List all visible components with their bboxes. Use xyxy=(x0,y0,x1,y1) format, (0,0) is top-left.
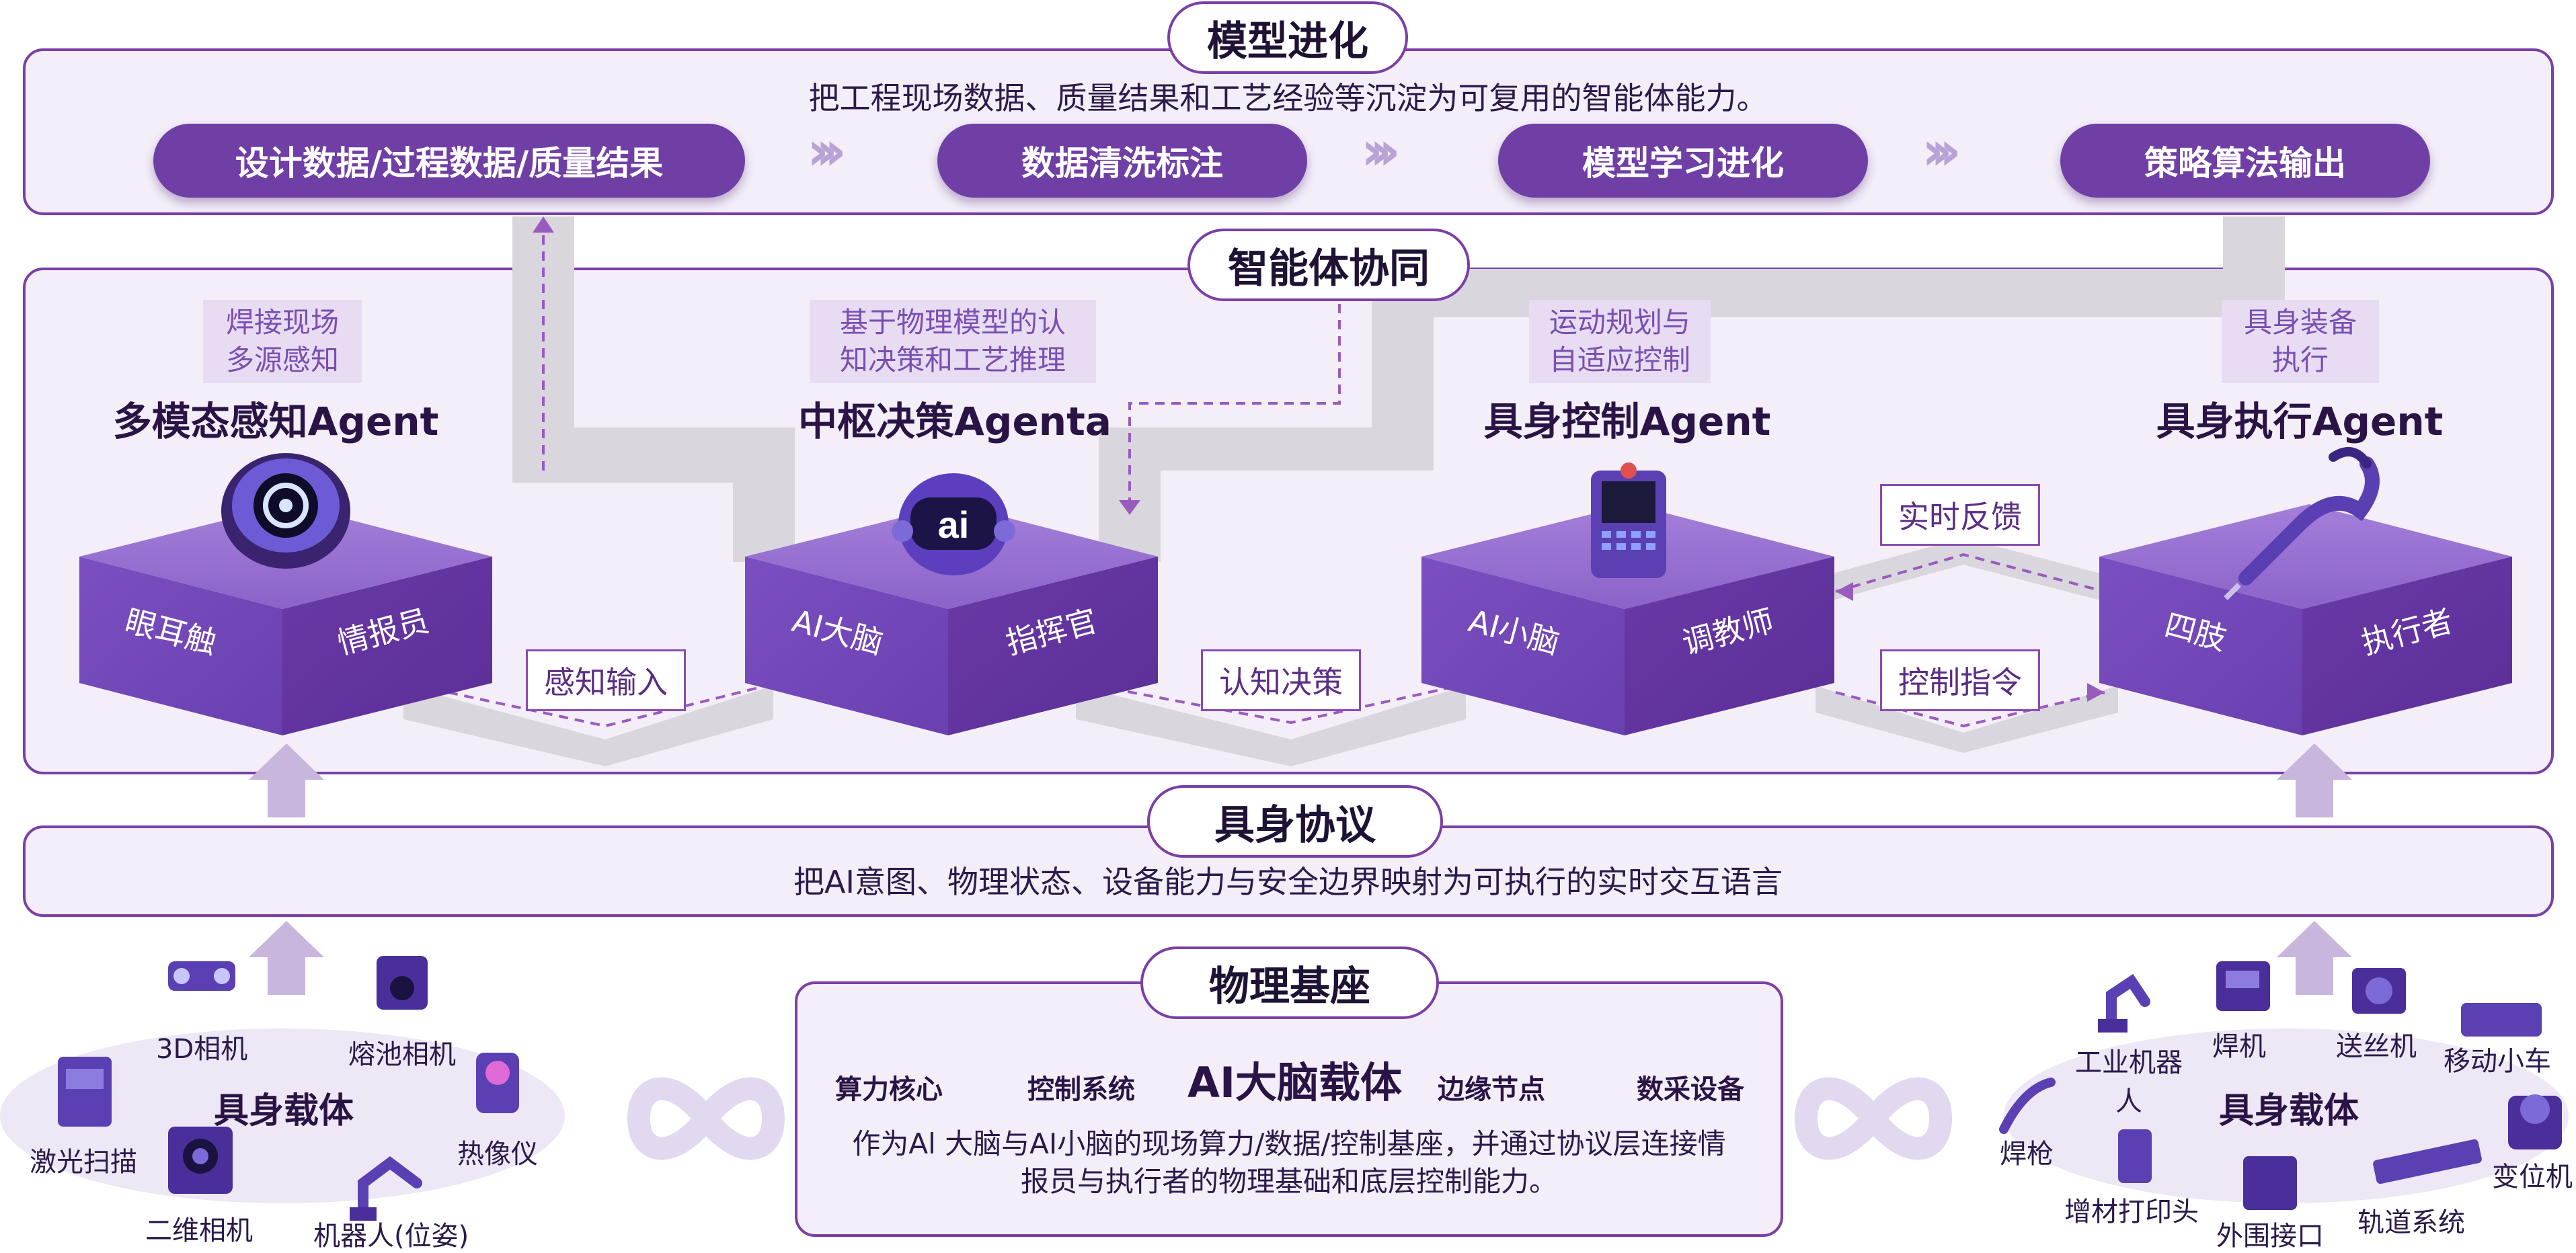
device-3d-camera: 3D相机 xyxy=(156,1034,248,1065)
welding-gun-icon xyxy=(1999,1078,2056,1134)
wire-feeder-icon xyxy=(2352,968,2406,1014)
device-weld-pool-camera: 熔池相机 xyxy=(348,1039,456,1070)
welder-icon xyxy=(2216,961,2270,1011)
device-additive-print-head: 增材打印头 xyxy=(2064,1197,2199,1227)
flow-control-command: 控制指令 xyxy=(1880,649,2040,711)
phy-edge-node: 边缘节点 xyxy=(1438,1074,1545,1105)
industrial-robot-icon xyxy=(2098,973,2150,1033)
agent-name-control: 具身控制Agent xyxy=(1483,399,1771,444)
cube-control xyxy=(1421,504,1834,735)
device-welding-gun: 焊枪 xyxy=(2000,1139,2054,1170)
agent-name-perception: 多模态感知Agent xyxy=(112,399,439,444)
ai-robot-head-icon: ai xyxy=(892,473,1015,575)
device-industrial-robot: 工业机器人 xyxy=(2075,1047,2183,1117)
device-welder: 焊机 xyxy=(2212,1031,2266,1062)
mobile-cart-icon xyxy=(2461,1003,2542,1037)
device-2d-camera: 二维相机 xyxy=(145,1215,253,1246)
flow-perception-input: 感知输入 xyxy=(526,649,686,711)
phy-center: AI大脑载体 xyxy=(1187,1058,1403,1107)
agent-tag-execution: 具身装备执行 xyxy=(2222,300,2379,383)
device-thermal-camera: 热像仪 xyxy=(457,1139,538,1170)
phy-data-device: 数采设备 xyxy=(1637,1074,1744,1105)
infinity-left-icon xyxy=(627,1077,785,1160)
arrow-up-icon xyxy=(2277,743,2352,817)
phy-compute-core: 算力核心 xyxy=(835,1074,943,1105)
protocol-title: 具身协议 xyxy=(1147,785,1443,858)
step-data-cleaning: 数据清洗标注 xyxy=(937,124,1307,198)
laser-scanner-icon xyxy=(58,1057,112,1127)
robot-pose-icon xyxy=(350,1156,422,1221)
2d-camera-icon xyxy=(168,1127,233,1194)
flow-realtime-feedback: 实时反馈 xyxy=(1880,484,2040,546)
device-robot-pose: 机器人(位姿) xyxy=(313,1221,469,1252)
model-evolution-title: 模型进化 xyxy=(1167,1,1408,74)
physical-base-desc-2: 报员与执行者的物理基础和底层控制能力。 xyxy=(1020,1165,1557,1198)
left-carrier-title: 具身载体 xyxy=(214,1091,354,1131)
device-positioner: 变位机 xyxy=(2492,1162,2573,1193)
physical-base-panel xyxy=(795,981,1783,1237)
step-model-learning: 模型学习进化 xyxy=(1498,124,1868,198)
model-evolution-subtitle: 把工程现场数据、质量结果和工艺经验等沉淀为可复用的智能体能力。 xyxy=(808,80,1768,116)
cube-decision xyxy=(745,504,1158,735)
agent-name-execution: 具身执行Agent xyxy=(2156,399,2444,444)
arrow-up-icon xyxy=(2277,921,2352,995)
agent-tag-control: 运动规划与自适应控制 xyxy=(1529,300,1711,383)
physical-base-title: 物理基座 xyxy=(1140,946,1439,1019)
device-mobile-cart: 移动小车 xyxy=(2444,1046,2551,1077)
phy-control-system: 控制系统 xyxy=(1027,1074,1135,1105)
device-wire-feeder: 送丝机 xyxy=(2336,1031,2417,1062)
device-laser-scanner: 激光扫描 xyxy=(30,1147,137,1178)
additive-print-head-icon xyxy=(2118,1129,2152,1183)
svg-text:ai: ai xyxy=(938,503,970,546)
arrow-up-icon xyxy=(249,921,324,995)
3d-camera-icon xyxy=(168,961,235,991)
protocol-subtitle: 把AI意图、物理状态、设备能力与安全边界映射为可执行的实时交互语言 xyxy=(793,864,1783,900)
welding-torch-icon xyxy=(2224,447,2380,600)
agent-name-decision: 中枢决策Agenta xyxy=(798,399,1111,444)
agent-tag-perception: 焊接现场多源感知 xyxy=(203,300,362,383)
teach-pendant-icon xyxy=(1591,462,1666,578)
eye-robot-icon xyxy=(221,453,350,569)
agent-collab-title: 智能体协同 xyxy=(1187,229,1470,301)
weld-pool-camera-icon xyxy=(377,956,428,1010)
cube-execution xyxy=(2099,504,2512,735)
device-peripheral-interface: 外围接口 xyxy=(2216,1221,2324,1252)
step-strategy-output: 策略算法输出 xyxy=(2060,124,2430,198)
infinity-right-icon xyxy=(1794,1077,1953,1160)
right-carrier-title: 具身载体 xyxy=(2219,1091,2359,1131)
step-design-data: 设计数据/过程数据/质量结果 xyxy=(153,124,745,198)
arrow-up-icon xyxy=(249,743,324,817)
peripheral-interface-icon xyxy=(2243,1156,2297,1210)
positioner-icon xyxy=(2508,1094,2562,1149)
device-rail-system: 轨道系统 xyxy=(2357,1207,2465,1238)
thermal-camera-icon xyxy=(476,1053,519,1113)
rail-system-icon xyxy=(2373,1139,2482,1184)
physical-base-desc-1: 作为Al 大脑与AI小脑的现场算力/数据/控制基座，并通过协议层连接情 xyxy=(852,1127,1726,1160)
agent-tag-decision: 基于物理模型的认知决策和工艺推理 xyxy=(810,300,1096,383)
flow-cognitive-decision: 认知决策 xyxy=(1201,649,1361,711)
